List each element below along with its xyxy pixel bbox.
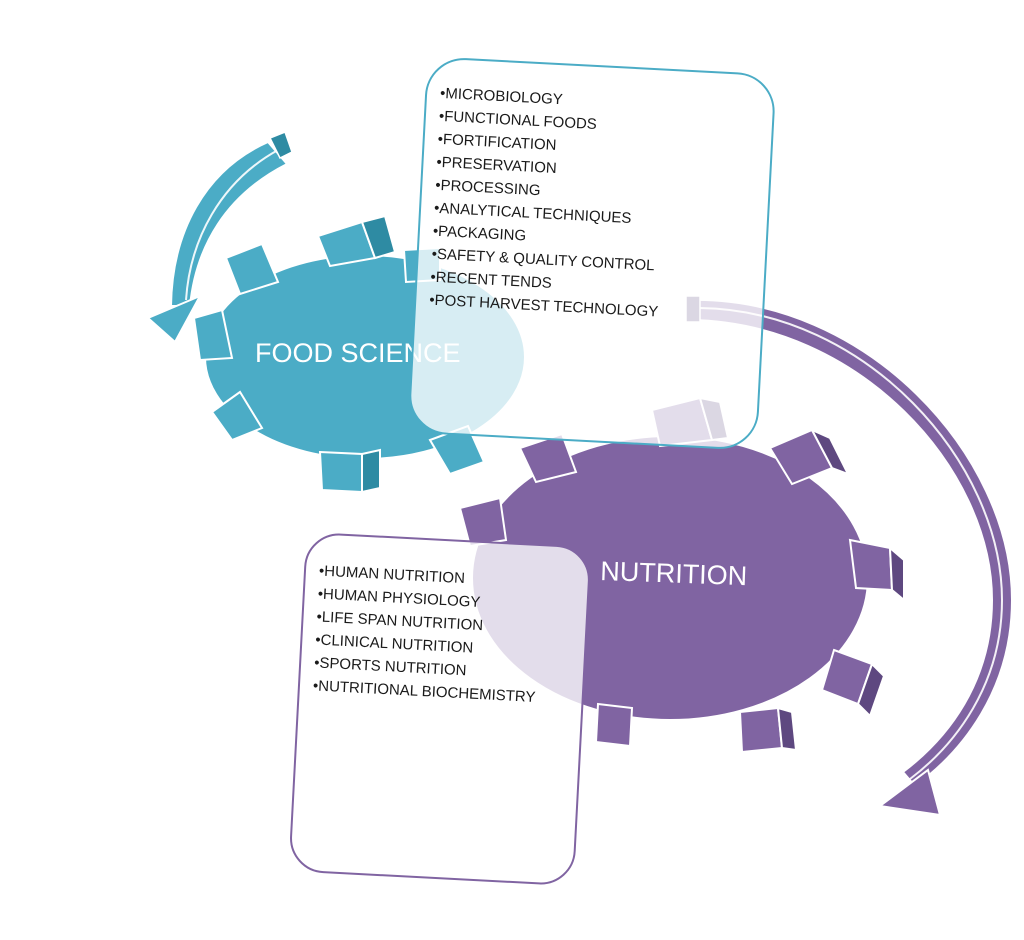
nutrition-panel-box <box>290 533 590 885</box>
nutrition-gear-tooth <box>848 538 894 592</box>
nutrition-gear-tooth <box>458 496 508 548</box>
food-science-gear-tooth <box>360 214 397 260</box>
food-science-arrow-cap <box>268 131 293 160</box>
nutrition-gear-tooth <box>856 662 886 718</box>
food-science-arrow-head <box>146 293 203 344</box>
nutrition-gear-tooth <box>776 706 798 752</box>
food-science-topic: •PACKAGING <box>432 223 526 245</box>
food-science-topic: •PROCESSING <box>435 177 541 199</box>
nutrition-arrow-highlight <box>699 307 1004 780</box>
food-science-topic: •MICROBIOLOGY <box>440 85 564 108</box>
nutrition-gear-tooth <box>518 432 578 484</box>
food-science-gear-tooth <box>192 308 234 362</box>
food-science-gear-tooth <box>361 448 381 494</box>
nutrition-gear-tooth <box>738 706 784 754</box>
food-science-topic: •PRESERVATION <box>436 154 557 177</box>
food-science-gear-tooth <box>210 390 264 442</box>
nutrition-gear-tooth <box>809 427 851 476</box>
nutrition-arrow-head <box>877 768 942 817</box>
food-science-gear-tooth <box>224 242 280 296</box>
food-science-arrow-highlight <box>185 149 279 301</box>
food-science-topic: •FORTIFICATION <box>437 131 557 154</box>
food-science-topic: •RECENT TENDS <box>430 269 552 292</box>
food-science-topics-panel: •MICROBIOLOGY •FUNCTIONAL FOODS •FORTIFI… <box>409 58 775 449</box>
nutrition-topics-panel: •HUMAN NUTRITION •HUMAN PHYSIOLOGY •LIFE… <box>290 533 590 885</box>
food-science-gear-tooth <box>318 450 363 494</box>
nutrition-label: NUTRITION <box>600 556 748 591</box>
nutrition-gear-tooth <box>888 545 905 603</box>
food-science-panel-box <box>409 58 775 449</box>
food-science-cycle-arrow <box>146 131 293 344</box>
nutrition-gear-tooth <box>594 702 634 748</box>
